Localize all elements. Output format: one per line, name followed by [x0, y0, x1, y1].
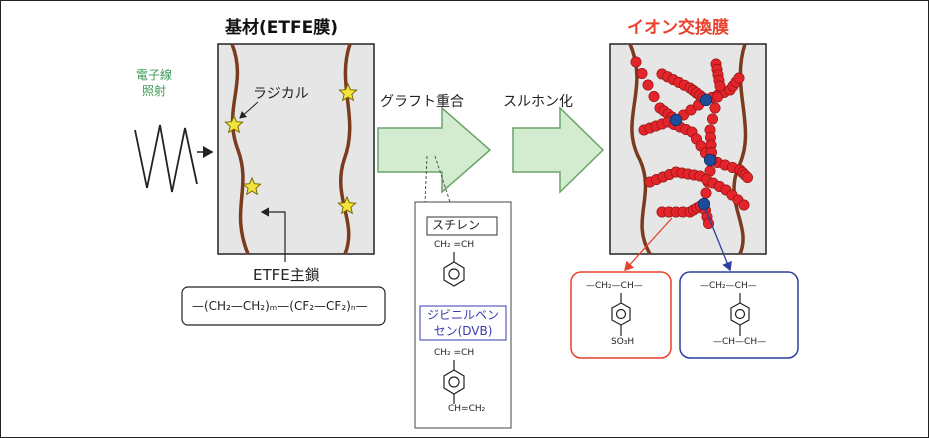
- dvb-label-line1: ジビニルベン: [426, 308, 499, 322]
- ion-exchange-membrane-title: イオン交換膜: [627, 18, 729, 38]
- sulfonated-ring: [611, 293, 631, 336]
- sulfonate-bead: [642, 79, 654, 91]
- crosslink-ring: [730, 293, 750, 336]
- dvb-label-line2: セン(DVB): [433, 324, 493, 338]
- styrene-label: スチレン: [432, 218, 481, 232]
- irradiation-label-line1: 電子線: [136, 68, 173, 82]
- radical-star-icon: [224, 82, 358, 215]
- sulfonate-bead: [738, 199, 750, 211]
- dvb-formula-top: CH₂ =CH: [434, 348, 475, 358]
- crosslink-formula-bottom: —CH—CH—: [713, 337, 767, 347]
- crosslink-node: [699, 93, 713, 107]
- polymer-chain-right: [339, 43, 352, 255]
- crosslink-pointer: [704, 207, 732, 272]
- membrane-chain-left: [628, 43, 652, 255]
- crosslink-node: [697, 197, 711, 211]
- sulfonate-bead: [733, 72, 745, 84]
- etfe-formula-box: [181, 286, 386, 326]
- sulfonate-bead: [706, 113, 718, 125]
- crosslink-formula-top: —CH₂—CH—: [700, 281, 757, 291]
- sulfonate-bead: [711, 91, 723, 103]
- dvb-label: ジビニルベン セン(DVB): [420, 307, 506, 339]
- sulfonate-bead: [741, 172, 753, 184]
- backbone-label: ETFE主鎖: [253, 266, 320, 284]
- sulfonation-label: スルホン化: [503, 94, 573, 110]
- styrene-label-box: [426, 216, 498, 236]
- sulfonate-bead: [700, 187, 712, 199]
- sulfonate-bead: [630, 56, 642, 68]
- graft-chains: [630, 56, 753, 230]
- graft-polymerization-arrow: [377, 106, 492, 194]
- sulfonate-bead: [709, 102, 721, 114]
- sulfonated-unit-box: [570, 271, 672, 359]
- electron-beam-zigzag-icon: [134, 124, 214, 193]
- sulfonation-arrow: [512, 106, 605, 194]
- sulfonate-pointer: [624, 217, 673, 271]
- crosslink-node: [703, 153, 717, 167]
- dvb-formula-bottom: CH=CH₂: [448, 404, 486, 414]
- irradiation-label-line2: 照射: [142, 84, 167, 98]
- sulfonate-bead: [648, 91, 660, 103]
- dvb-benzene-ring: [443, 360, 465, 404]
- dvb-label-box: [419, 305, 507, 341]
- crosslink-node: [669, 113, 683, 127]
- sulfonate-bead: [636, 68, 648, 80]
- etfe-formula: —(CH₂—CH₂)ₘ—(CF₂—CF₂)ₙ—: [192, 299, 368, 313]
- polymer-chain-left: [230, 43, 250, 255]
- substrate-title: 基材(ETFE膜): [225, 18, 338, 38]
- sulfonated-formula-bottom: SO₃H: [611, 337, 635, 347]
- radical-label: ラジカル: [253, 86, 309, 102]
- crosslink-unit-box: [679, 271, 799, 359]
- sulfonate-bead: [714, 80, 726, 92]
- sulfonated-formula-top: —CH₂—CH—: [586, 281, 643, 291]
- styrene-benzene-ring: [443, 252, 465, 287]
- styrene-formula: CH₂ =CH: [434, 240, 475, 250]
- graft-polymerization-label: グラフト重合: [380, 94, 464, 110]
